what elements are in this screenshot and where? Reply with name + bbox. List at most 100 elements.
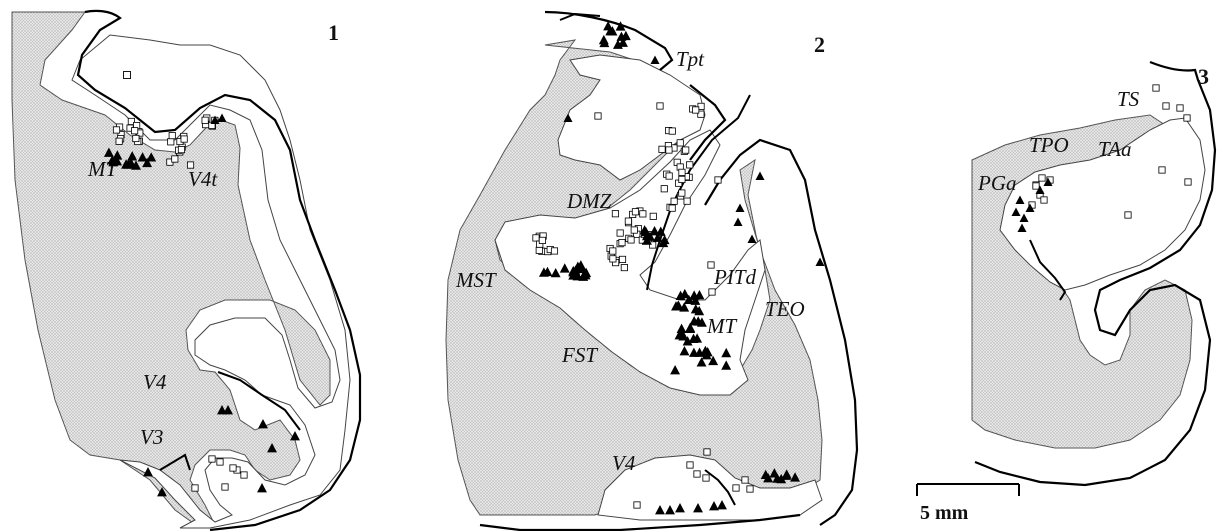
label-tpt: Tpt xyxy=(676,47,705,71)
panel-3: 3 TS TPO TAa PGa xyxy=(972,62,1215,485)
open-square-marker xyxy=(1153,85,1159,91)
open-square-marker xyxy=(168,139,174,145)
open-square-marker xyxy=(683,147,689,153)
open-square-marker xyxy=(241,472,247,478)
open-square-marker xyxy=(169,132,175,138)
label-v4-1: V4 xyxy=(143,370,167,394)
label-v4t: V4t xyxy=(188,167,218,191)
label-pga: PGa xyxy=(977,171,1017,195)
label-tpo: TPO xyxy=(1029,133,1069,157)
label-mst: MST xyxy=(455,268,497,292)
open-square-marker xyxy=(551,248,557,254)
open-square-marker xyxy=(1159,167,1165,173)
open-square-marker xyxy=(742,477,748,483)
open-square-marker xyxy=(631,227,637,233)
open-square-marker xyxy=(709,289,715,295)
open-square-marker xyxy=(187,162,193,168)
open-square-marker xyxy=(666,147,672,153)
open-square-marker xyxy=(131,128,137,134)
open-square-marker xyxy=(694,471,700,477)
open-square-marker xyxy=(659,146,665,152)
open-square-marker xyxy=(634,502,640,508)
open-square-marker xyxy=(209,456,215,462)
label-v3: V3 xyxy=(140,425,163,449)
open-square-marker xyxy=(619,239,625,245)
open-square-marker xyxy=(192,485,198,491)
open-square-marker xyxy=(669,128,675,134)
open-square-marker xyxy=(687,162,693,168)
filled-triangle-marker xyxy=(756,172,765,181)
open-square-marker xyxy=(181,136,187,142)
open-square-marker xyxy=(704,449,710,455)
open-square-marker xyxy=(632,209,638,215)
open-square-marker xyxy=(202,117,208,123)
open-square-marker xyxy=(747,486,753,492)
open-square-marker xyxy=(715,177,721,183)
open-square-marker xyxy=(1184,115,1190,121)
open-square-marker xyxy=(617,230,623,236)
panel-3-number: 3 xyxy=(1198,64,1209,89)
open-square-marker xyxy=(628,237,634,243)
open-square-marker xyxy=(693,107,699,113)
label-v4-2: V4 xyxy=(612,451,636,475)
open-square-marker xyxy=(640,211,646,217)
panel-1: 1 MT V4t V4 V3 xyxy=(12,11,360,530)
open-square-marker xyxy=(679,190,685,196)
open-square-marker xyxy=(124,72,131,79)
open-square-marker xyxy=(230,465,236,471)
open-square-marker xyxy=(610,256,616,262)
scale-bar-label: 5 mm xyxy=(920,502,969,524)
open-square-marker xyxy=(733,485,739,491)
open-square-marker xyxy=(1125,212,1131,218)
scale-bar-line xyxy=(917,484,1019,496)
open-square-marker xyxy=(217,459,223,465)
open-square-marker xyxy=(1185,179,1191,185)
open-square-marker xyxy=(666,173,672,179)
filled-triangle-marker xyxy=(734,218,743,227)
open-square-marker xyxy=(610,248,616,254)
label-pitd: PITd xyxy=(713,265,757,289)
open-square-marker xyxy=(612,211,618,217)
open-square-marker xyxy=(595,113,601,119)
open-square-marker xyxy=(1163,103,1169,109)
panel-1-number: 1 xyxy=(328,20,339,45)
panel-2: 2 Tpt DMZ MST PITd TEO MT FST V4 xyxy=(446,12,857,530)
open-square-marker xyxy=(679,176,685,182)
label-taa: TAa xyxy=(1098,137,1131,161)
open-square-marker xyxy=(661,186,667,192)
open-square-marker xyxy=(172,156,178,162)
label-mt-2: MT xyxy=(706,314,737,338)
filled-triangle-marker xyxy=(599,35,609,44)
open-square-marker xyxy=(671,198,677,204)
label-teo: TEO xyxy=(765,297,805,321)
open-square-marker xyxy=(687,462,693,468)
filled-triangle-marker xyxy=(258,419,268,428)
open-square-marker xyxy=(113,127,119,133)
open-square-marker xyxy=(669,205,675,211)
open-square-marker xyxy=(1177,105,1183,111)
label-dmz: DMZ xyxy=(566,189,612,213)
filled-triangle-marker xyxy=(748,235,757,244)
open-square-marker xyxy=(539,237,545,243)
filled-triangle-marker xyxy=(736,204,745,213)
open-square-marker xyxy=(178,146,184,152)
open-square-marker xyxy=(222,484,228,490)
open-square-marker xyxy=(703,475,709,481)
open-square-marker xyxy=(650,213,656,219)
label-ts: TS xyxy=(1117,87,1140,111)
open-square-marker xyxy=(1039,175,1045,181)
open-square-marker xyxy=(116,138,122,144)
open-square-marker xyxy=(619,256,625,262)
open-square-marker xyxy=(621,264,627,270)
scale-bar: 5 mm xyxy=(917,484,1019,524)
open-square-marker xyxy=(684,198,690,204)
open-square-marker xyxy=(679,169,685,175)
open-square-marker xyxy=(133,135,139,141)
open-square-marker xyxy=(625,218,631,224)
label-fst: FST xyxy=(561,343,598,367)
open-square-marker xyxy=(533,235,539,241)
filled-triangle-marker xyxy=(218,114,227,123)
open-square-marker xyxy=(1033,183,1039,189)
panel-2-number: 2 xyxy=(814,32,825,57)
